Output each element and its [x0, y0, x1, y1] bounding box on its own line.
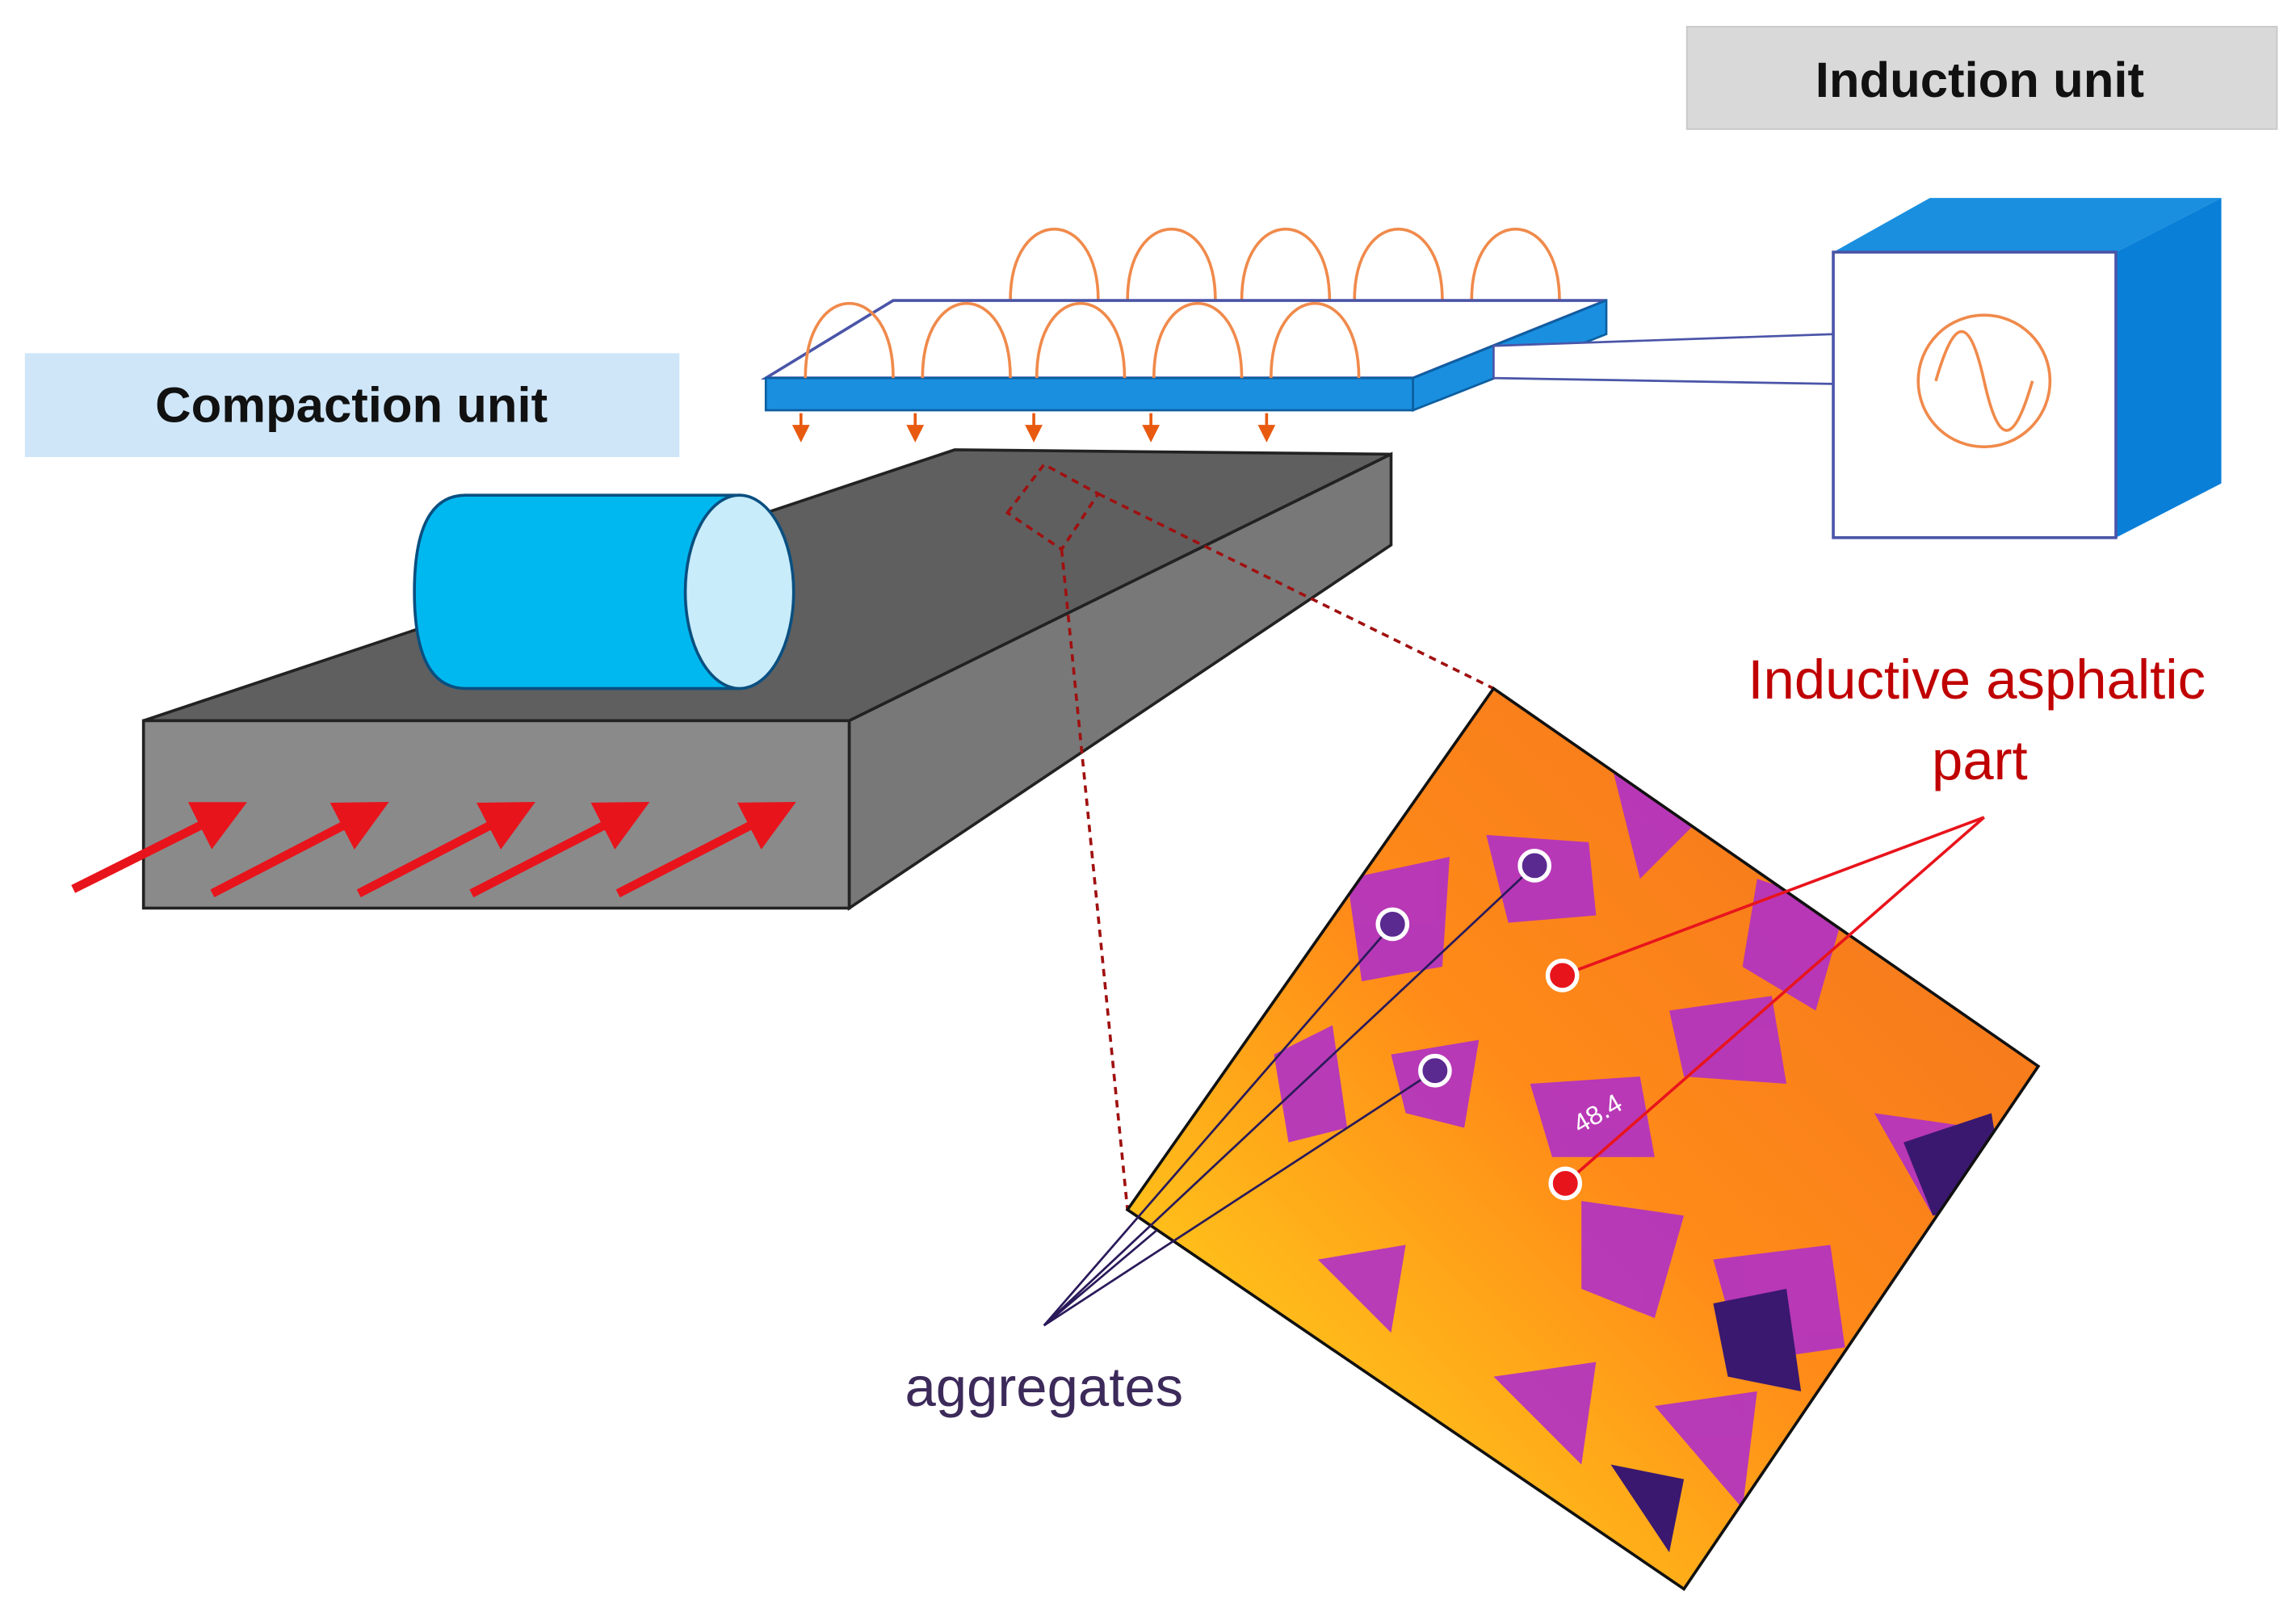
- roller-cylinder: [413, 493, 795, 690]
- induction-unit-text: Induction unit: [1815, 52, 2144, 108]
- magnetic-field-loops-lower: [804, 302, 1361, 379]
- thermal-image: 48.4: [1127, 688, 2038, 1589]
- induction-coil-plate: [760, 299, 1835, 413]
- induction-generator-box: [1832, 198, 2222, 539]
- zoom-indicator: [1005, 462, 1495, 1211]
- compaction-unit-label: Compaction unit: [24, 353, 680, 458]
- ac-source-icon: [1916, 313, 2052, 449]
- magnetic-field-loops: [1009, 228, 1561, 301]
- compaction-unit-text: Compaction unit: [155, 378, 548, 434]
- inductive-asphaltic-label: Inductive asphaltic: [1748, 648, 2206, 711]
- movement-arrows: [71, 801, 796, 898]
- induction-unit-label: Induction unit: [1685, 26, 2278, 130]
- asphaltic-markers: [1545, 959, 1583, 1201]
- inductive-asphaltic-label-part: part: [1932, 729, 2028, 791]
- field-down-arrows: [791, 413, 1276, 443]
- aggregate-markers: [1375, 849, 1552, 1088]
- aggregate-pointer-lines: [1043, 864, 1536, 1327]
- thermal-image-border: [1125, 686, 2041, 1592]
- asphaltic-pointer-lines: [1561, 816, 1985, 1185]
- aggregates-label: aggregates: [905, 1356, 1183, 1418]
